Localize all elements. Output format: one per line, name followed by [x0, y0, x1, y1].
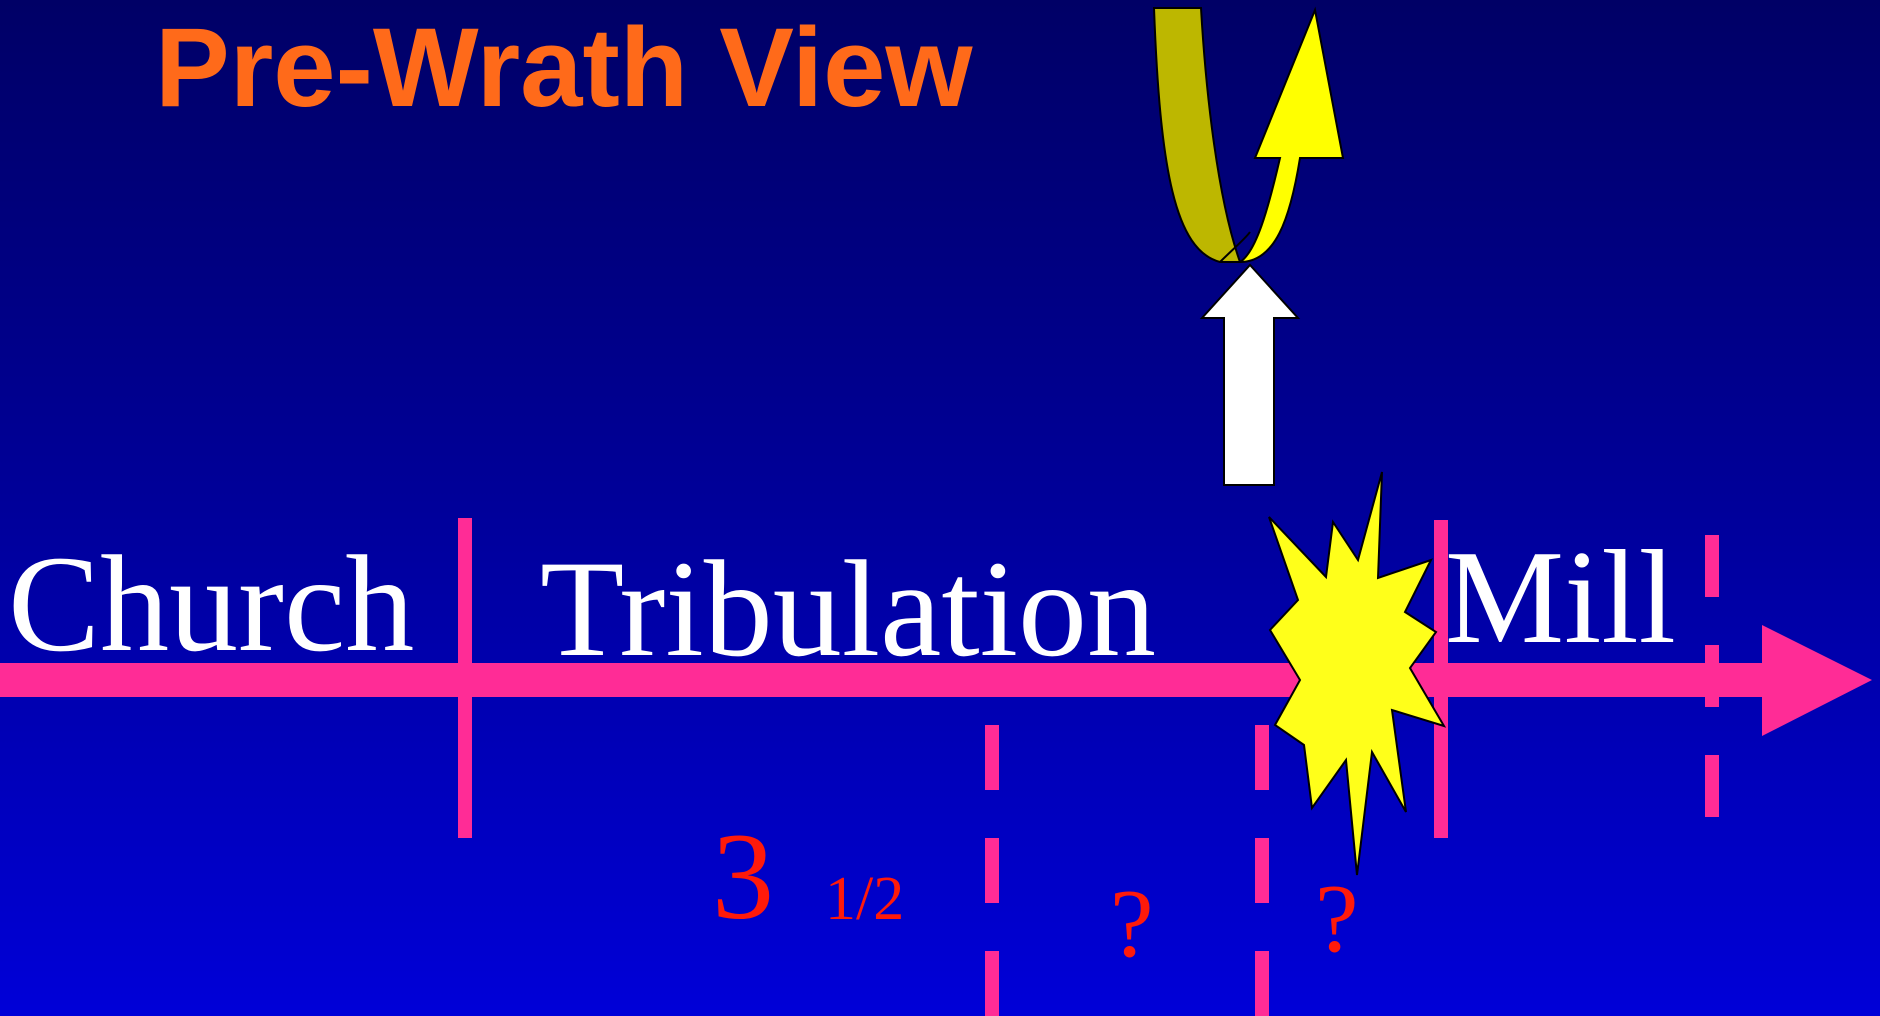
white-up-arrow-icon — [1199, 263, 1301, 486]
page-title: Pre-Wrath View — [155, 5, 973, 130]
midpoint-fraction-label: 1/2 — [825, 865, 905, 933]
period-label-millennium: Mill — [1445, 523, 1676, 671]
midpoint-number-label: 3 — [712, 808, 774, 945]
question-mark-label-2: ? — [1315, 865, 1359, 973]
church-tribulation-divider — [458, 518, 472, 838]
period-label-tribulation: Tribulation — [540, 532, 1157, 685]
curved-up-arrow-icon — [1152, 6, 1345, 263]
timeline-arrow — [0, 625, 1872, 736]
explosion-burst-icon — [1268, 471, 1447, 876]
tribulation-millennium-divider — [1434, 520, 1448, 838]
question-mark-label-1: ? — [1110, 870, 1154, 978]
period-label-church: Church — [8, 527, 415, 680]
